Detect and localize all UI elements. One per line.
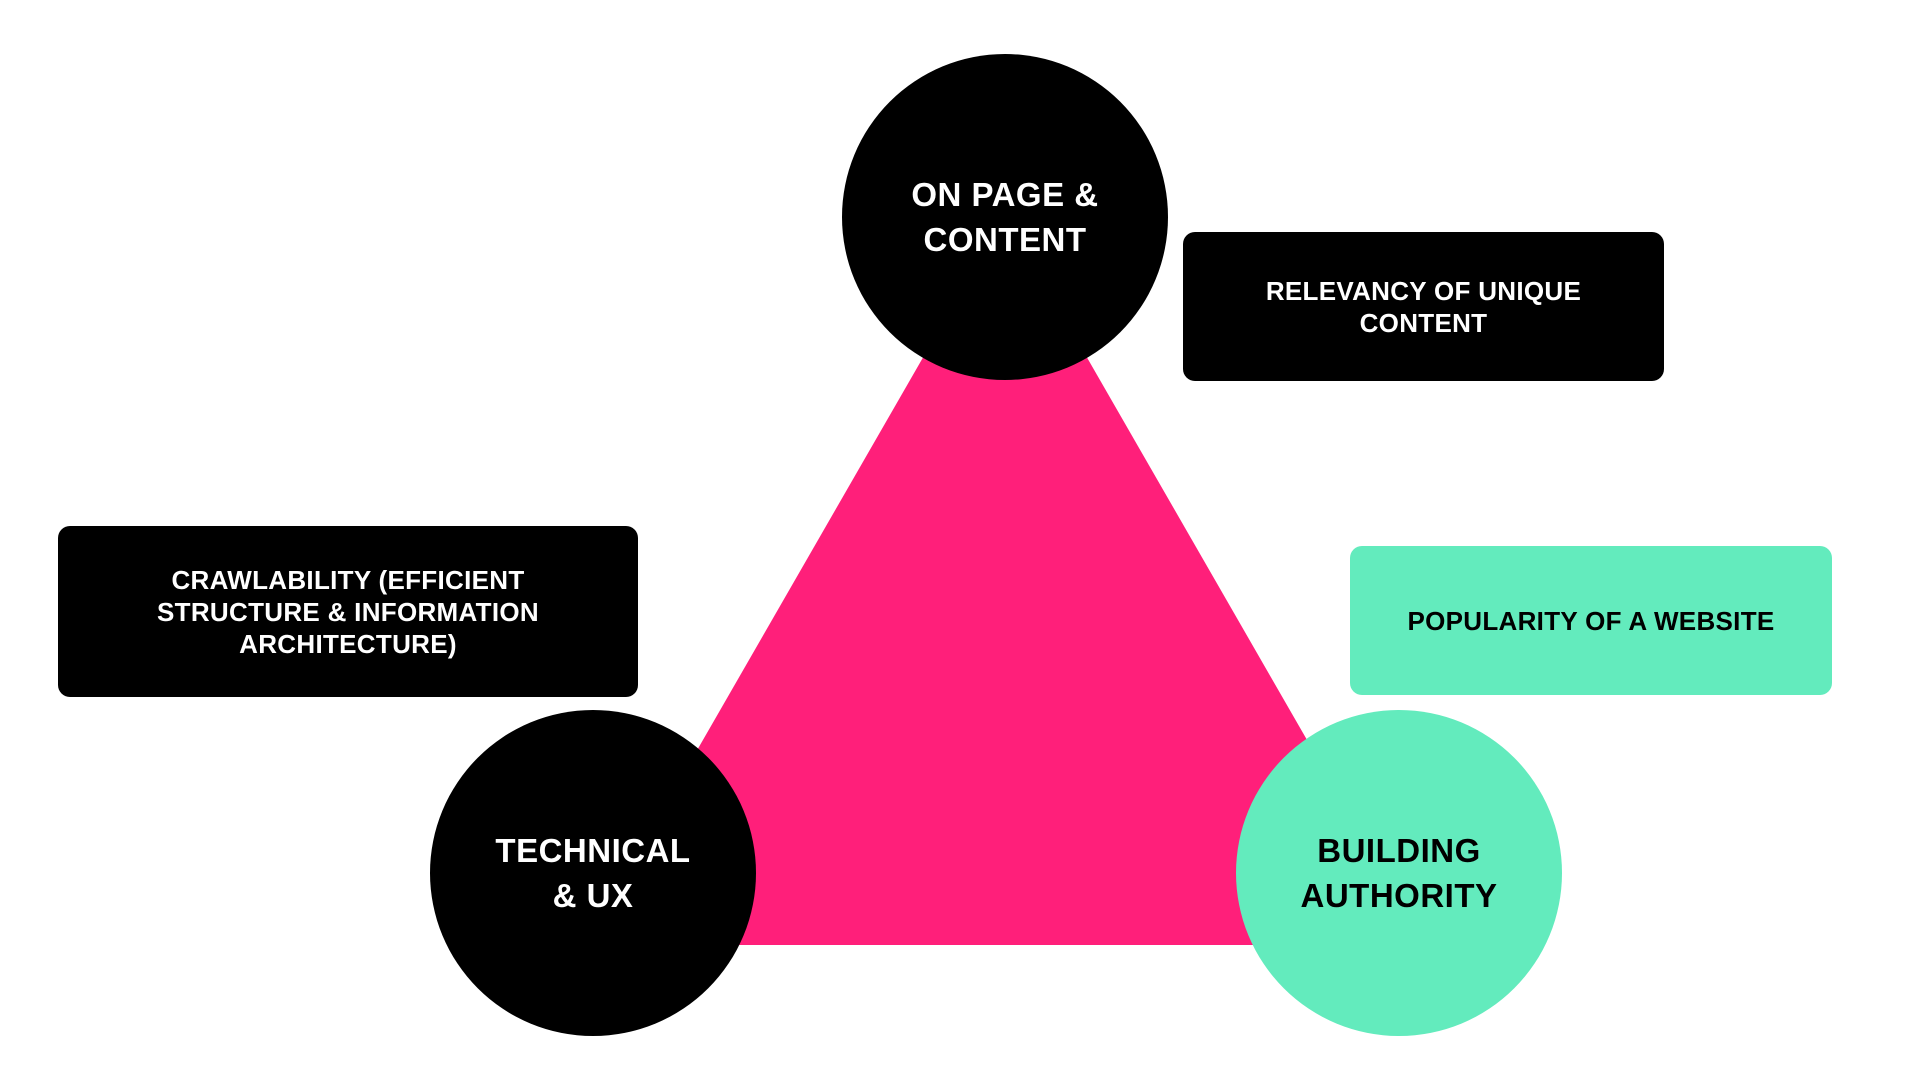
relevancy-content-box: RELEVANCY OF UNIQUE CONTENT [1183,232,1664,381]
popularity-box: POPULARITY OF A WEBSITE [1350,546,1832,695]
crawlability-box: CRAWLABILITY (EFFICIENT STRUCTURE & INFO… [58,526,638,697]
triangle-shape [585,215,1425,945]
on-page-content-circle: ON PAGE & CONTENT [842,54,1168,380]
technical-ux-circle: TECHNICAL & UX [430,710,756,1036]
building-authority-circle: BUILDING AUTHORITY [1236,710,1562,1036]
